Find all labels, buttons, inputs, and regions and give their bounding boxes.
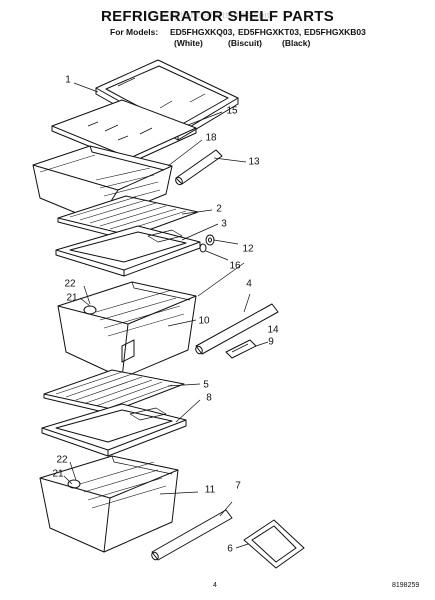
rod-part bbox=[175, 149, 223, 186]
model-number: ED5FHGXKB03 bbox=[304, 27, 366, 37]
callout-number: 3 bbox=[221, 218, 227, 230]
knob-part bbox=[199, 234, 239, 261]
model-number: ED5FHGXKQ03, bbox=[170, 27, 235, 37]
callout-number: 21 bbox=[66, 292, 78, 304]
callout-number: 7 bbox=[235, 480, 241, 492]
model-color: (Biscuit) bbox=[228, 38, 262, 48]
callout-number: 16 bbox=[229, 260, 241, 272]
model-number: ED5FHGXKT03, bbox=[238, 27, 302, 37]
callout-number: 12 bbox=[242, 243, 254, 255]
callout-number: 1 bbox=[65, 74, 71, 86]
callout-number: 22 bbox=[56, 454, 68, 466]
callout-number: 5 bbox=[203, 379, 209, 391]
rod-part bbox=[195, 303, 279, 355]
callout-number: 2 bbox=[216, 203, 222, 215]
callout-number: 18 bbox=[205, 132, 217, 144]
callout-number: 9 bbox=[268, 336, 274, 348]
callout-number: 11 bbox=[204, 484, 216, 496]
callout-number: 22 bbox=[64, 278, 76, 290]
crisper-pan-part bbox=[39, 455, 179, 553]
callout-number: 14 bbox=[267, 324, 279, 336]
document-code: 8198259 bbox=[392, 582, 420, 589]
models-label: For Models: bbox=[110, 27, 159, 37]
model-color: (Black) bbox=[282, 38, 311, 48]
leader-lines bbox=[63, 82, 251, 549]
bracket-part bbox=[225, 339, 269, 359]
callout-number: 21 bbox=[52, 468, 64, 480]
callout-number: 10 bbox=[198, 315, 210, 327]
label-holder-part bbox=[243, 519, 305, 569]
watermark: AppliancePartsPros.com bbox=[162, 10, 273, 20]
wire-shelf-part bbox=[43, 369, 185, 416]
rod-part bbox=[151, 509, 233, 561]
crisper-pan-part bbox=[57, 281, 197, 379]
callout-number: 4 bbox=[246, 278, 252, 290]
callout-number: 15 bbox=[226, 105, 238, 117]
callout-number: 13 bbox=[248, 156, 260, 168]
callout-number: 8 bbox=[206, 392, 212, 404]
crisper-cover-part bbox=[41, 403, 187, 457]
page-title: REFRIGERATOR SHELF PARTS bbox=[100, 8, 335, 25]
model-color: (White) bbox=[174, 38, 203, 48]
crisper-cover-part bbox=[55, 225, 201, 277]
page-number: 4 bbox=[213, 582, 217, 589]
callout-number: 6 bbox=[227, 543, 233, 555]
